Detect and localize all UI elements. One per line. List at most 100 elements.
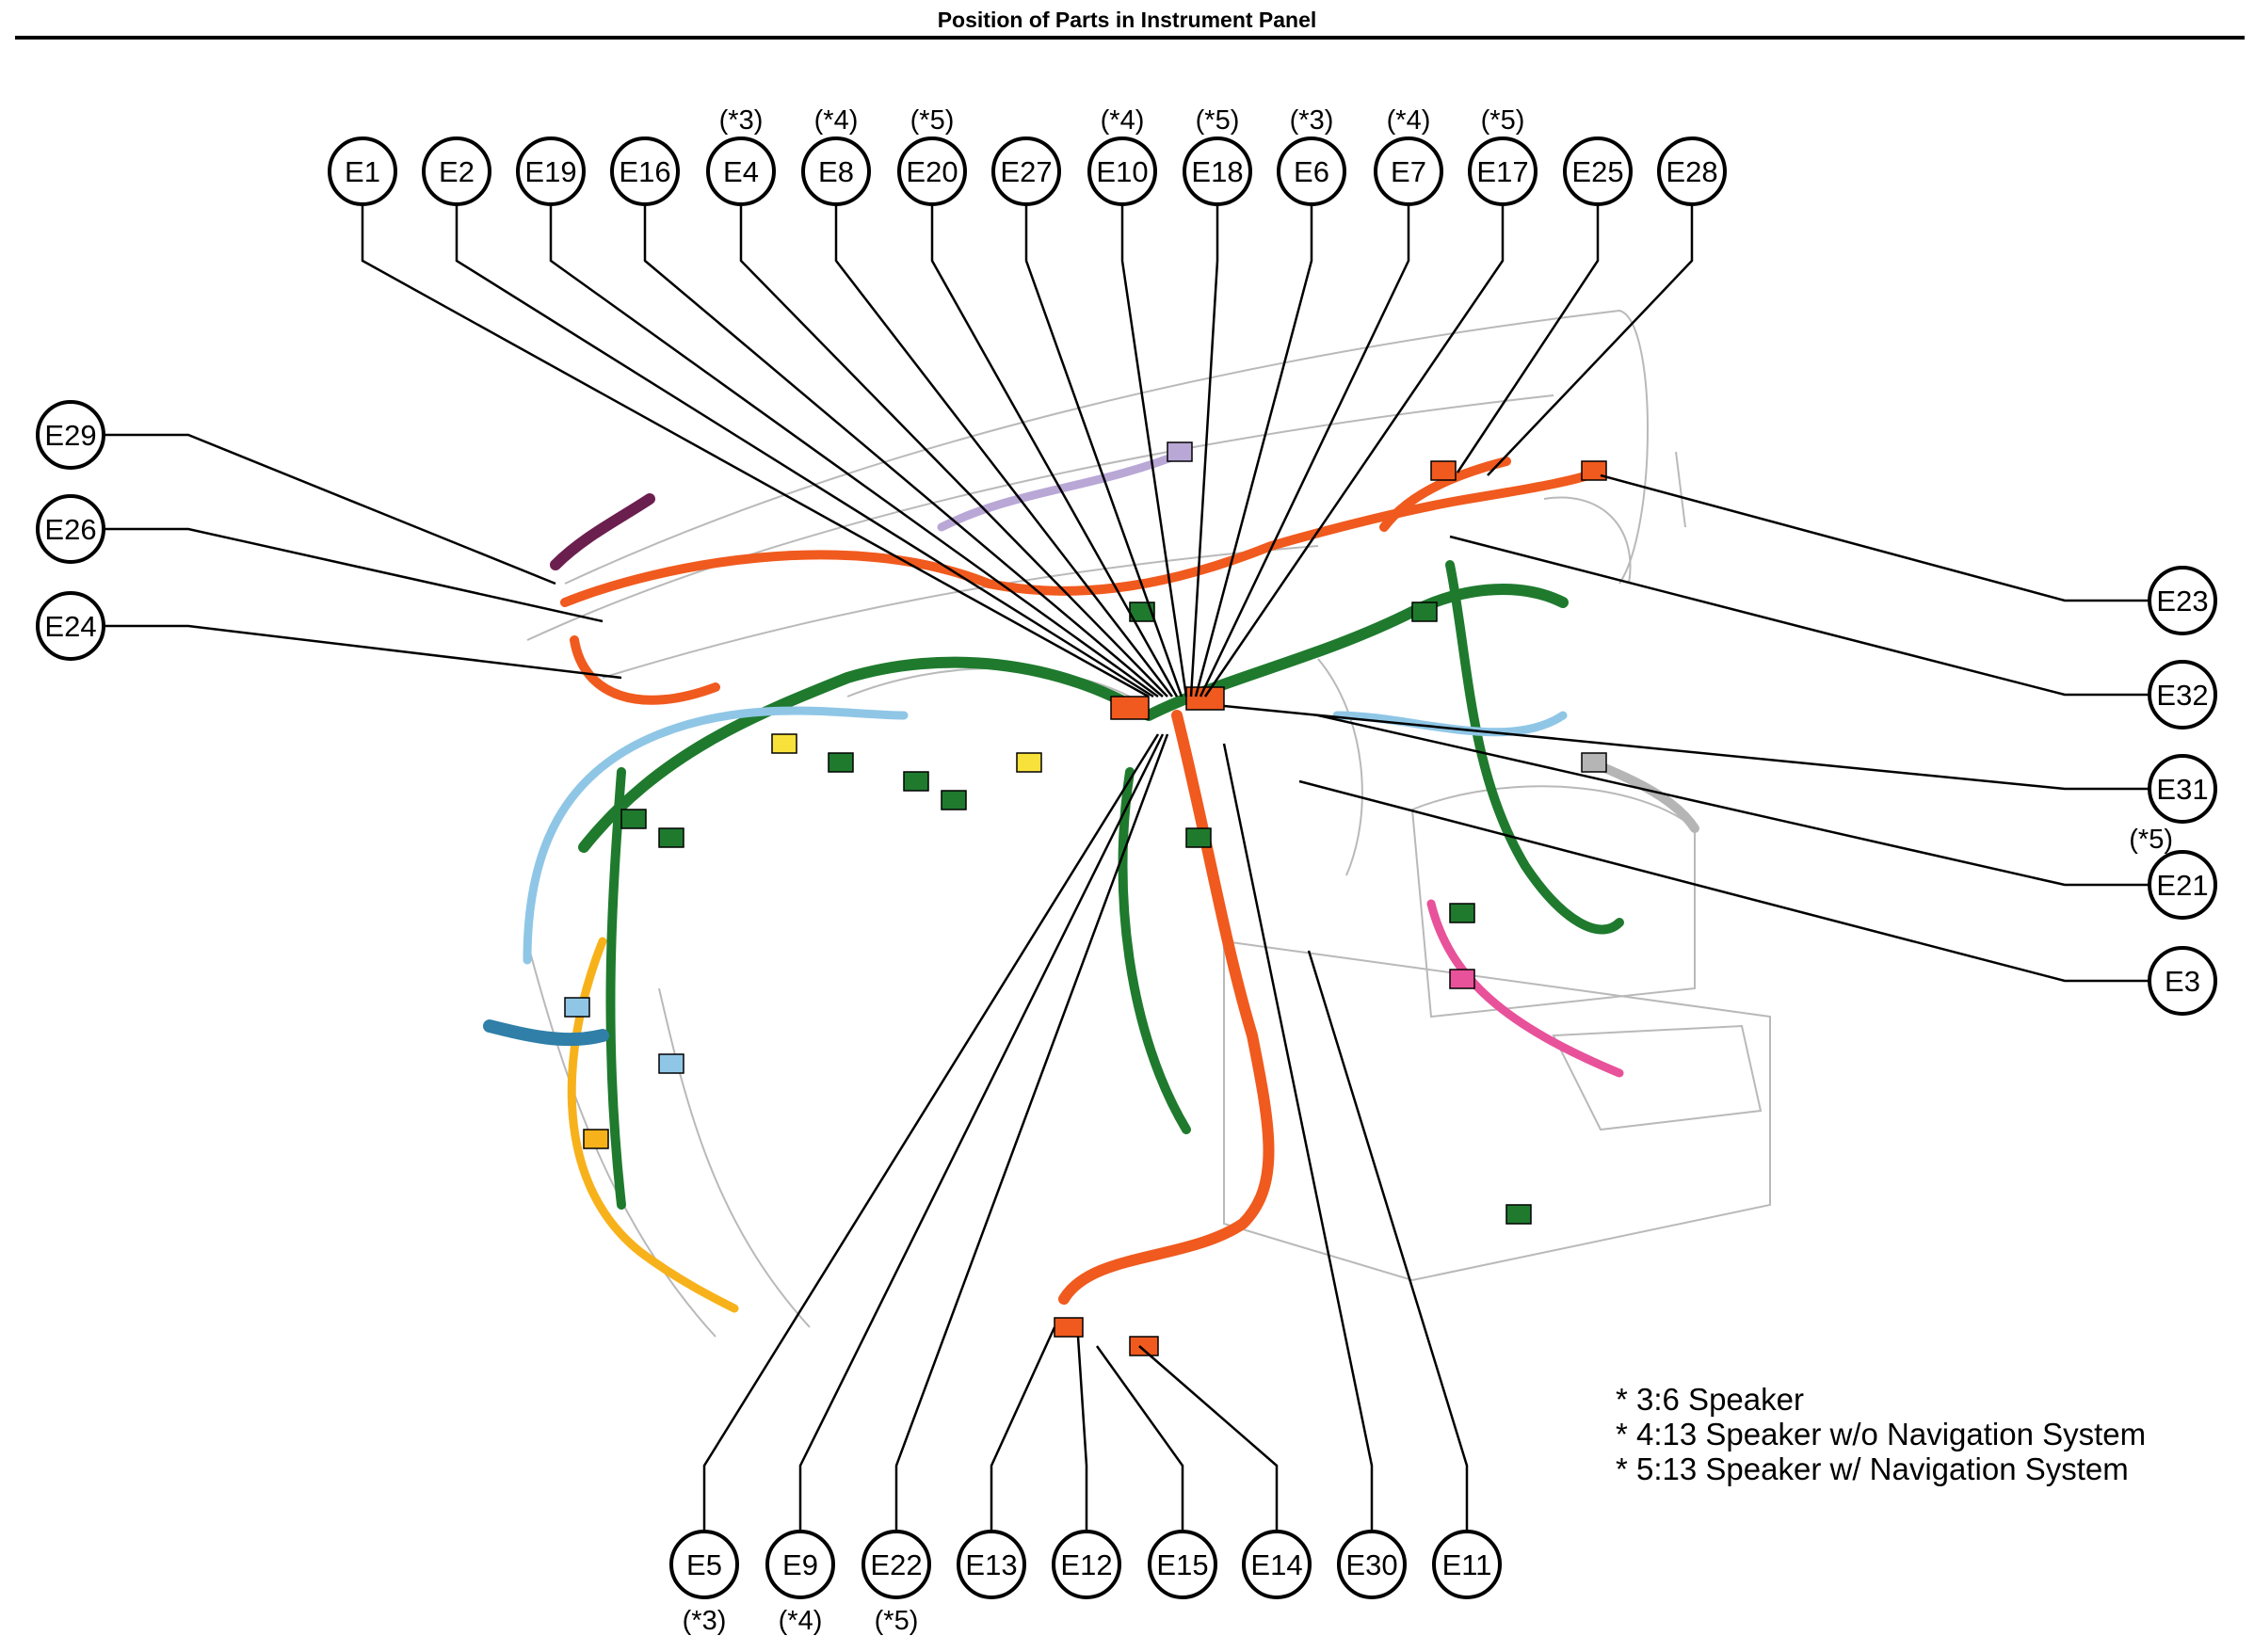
callout-label: E16 <box>619 155 670 188</box>
leader-line-e2 <box>455 204 1154 698</box>
callout-label: E20 <box>906 155 958 188</box>
yellow-harness <box>567 937 739 1313</box>
callout-note: (*5) <box>875 1606 919 1636</box>
callout-e4: E4 (*3) <box>706 105 776 206</box>
callout-label: E15 <box>1156 1548 1208 1581</box>
leader-line-e31 <box>1223 704 2149 791</box>
connector-orange <box>1185 686 1225 711</box>
callout-circle <box>897 136 967 206</box>
callout-note: (*4) <box>814 105 859 136</box>
callout-circle <box>1148 1530 1217 1599</box>
callout-label: E21 <box>2156 869 2208 902</box>
callout-e6: E6(*3) <box>1277 105 1346 206</box>
connector-light-blue <box>564 997 590 1018</box>
callout-circle <box>801 136 871 206</box>
callout-label: E3 <box>2165 965 2200 998</box>
callout-label: E1 <box>345 155 380 188</box>
callout-label: E4 <box>723 155 759 188</box>
orange-harness-right <box>1379 457 1511 532</box>
callout-circle <box>991 136 1061 206</box>
callout-e24: E24 <box>36 591 105 661</box>
callout-circle <box>610 136 680 206</box>
callout-label: E24 <box>44 610 96 643</box>
leader-line-e12 <box>1076 1336 1088 1532</box>
callout-e23: E23 <box>2148 566 2217 635</box>
leader-line-e17 <box>1203 204 1505 698</box>
callout-circle <box>516 136 586 206</box>
callout-note: (*5) <box>1196 105 1240 136</box>
callout-e11: E11 <box>1432 1530 1502 1599</box>
callout-e14: E14 <box>1242 1530 1312 1599</box>
callout-circle <box>1087 136 1157 206</box>
leader-line-e13 <box>990 1326 1056 1532</box>
callout-e30: E30 <box>1337 1530 1407 1599</box>
leader-lines <box>104 204 2149 1532</box>
leader-line-e23 <box>1600 473 2149 602</box>
callout-e16: E16 <box>610 136 680 206</box>
legend-item: * 3:6 Speaker <box>1616 1382 1804 1417</box>
callout-label: E13 <box>965 1548 1017 1581</box>
leader-line-e8 <box>834 204 1173 698</box>
callout-label: E18 <box>1191 155 1243 188</box>
leader-line-e18 <box>1189 204 1219 698</box>
callout-label: E31 <box>2156 773 2208 806</box>
connector-green <box>620 809 647 829</box>
leader-line-e25 <box>1456 204 1600 473</box>
callout-label: E14 <box>1250 1548 1302 1581</box>
leader-line-e32 <box>1449 535 2149 697</box>
callout-note: (*3) <box>1290 105 1334 136</box>
callout-label: E8 <box>818 155 854 188</box>
callout-note: (*3) <box>719 105 764 136</box>
connector-green <box>658 827 684 848</box>
callout-circle <box>2148 660 2217 730</box>
callout-label: E26 <box>44 513 96 546</box>
green-harness-left-drop <box>605 767 626 1210</box>
callout-label: E27 <box>1000 155 1052 188</box>
leader-line-e26 <box>104 527 604 623</box>
callout-label: E22 <box>870 1548 922 1581</box>
wire-harness <box>483 447 1699 1313</box>
callout-circle <box>765 1530 835 1599</box>
connector-orange <box>1581 460 1607 481</box>
leader-line-e27 <box>1024 204 1183 698</box>
callout-circle <box>36 494 105 564</box>
connector-green <box>1505 1204 1532 1225</box>
leader-line-e7 <box>1199 204 1410 698</box>
connector-gray <box>1581 752 1607 773</box>
purple-harness <box>550 493 655 570</box>
orange-harness-left <box>570 635 720 705</box>
callout-label: E29 <box>44 419 96 452</box>
callout-label: E5 <box>686 1548 722 1581</box>
callout-circle <box>422 136 491 206</box>
callout-label: E28 <box>1666 155 1717 188</box>
leader-line-e9 <box>798 733 1165 1532</box>
callout-e19: E19 <box>516 136 586 206</box>
pink-harness <box>1426 899 1624 1078</box>
callout-circle <box>328 136 397 206</box>
callout-e32: E32 <box>2148 660 2217 730</box>
leader-line-e22 <box>894 733 1169 1532</box>
callout-label: E7 <box>1391 155 1426 188</box>
light-blue-harness <box>523 706 909 965</box>
page-title: Position of Parts in Instrument Panel <box>937 8 1317 32</box>
legend-item: * 5:13 Speaker w/ Navigation System <box>1616 1452 2129 1486</box>
callout-e2: E2 <box>422 136 491 206</box>
connector-green <box>828 752 854 773</box>
callout-e3: E3 <box>2148 946 2217 1016</box>
callout-note: (*4) <box>779 1606 823 1636</box>
leader-line-e19 <box>549 204 1159 698</box>
callout-circle <box>2148 946 2217 1016</box>
callout-e10: E10(*4) <box>1087 105 1157 206</box>
callout-circle <box>706 136 776 206</box>
connector-green <box>903 771 929 792</box>
callout-group: E1 E2 E19 E16 E4 (*3) E8 (*4) E20 (*5) E27 E10(*4) E… <box>36 105 2217 1636</box>
callout-circle <box>36 591 105 661</box>
callout-circle <box>1563 136 1633 206</box>
connector-yellow <box>1016 752 1042 773</box>
callout-circle <box>669 1530 739 1599</box>
leader-line-e5 <box>702 733 1160 1532</box>
leader-line-e3 <box>1298 779 2149 983</box>
callout-e31: E31 <box>2148 754 2217 824</box>
callout-e8: E8 (*4) <box>801 105 871 206</box>
